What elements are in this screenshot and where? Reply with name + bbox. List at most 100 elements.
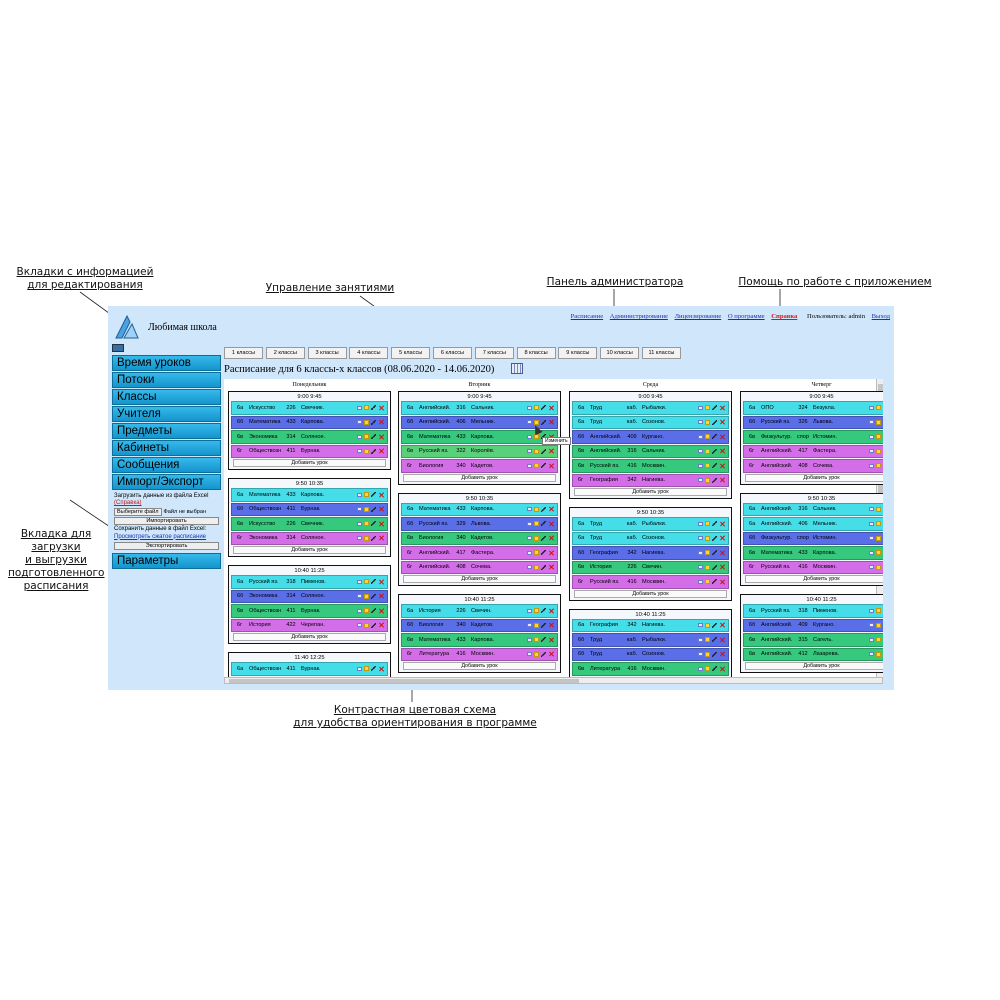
edit-icon[interactable] (541, 448, 546, 454)
delete-icon[interactable] (719, 448, 725, 454)
import-button[interactable]: Импортировать (114, 517, 219, 526)
add-lesson-button[interactable]: Добавить урок (233, 633, 386, 641)
nav-admin-link[interactable]: Администрирование (609, 313, 668, 320)
note-icon[interactable] (534, 463, 539, 469)
move-icon[interactable] (357, 623, 362, 628)
note-icon[interactable] (876, 419, 881, 425)
note-icon[interactable] (876, 521, 881, 527)
tab-class-7[interactable]: 7 классы (474, 347, 514, 359)
delete-icon[interactable] (378, 622, 384, 628)
edit-icon[interactable] (541, 405, 546, 411)
sidebar-item-messages[interactable]: Сообщения (112, 457, 221, 473)
delete-icon[interactable] (548, 506, 554, 512)
note-icon[interactable] (876, 535, 881, 541)
edit-icon[interactable] (712, 651, 717, 657)
edit-icon[interactable] (371, 535, 376, 541)
nav-licensing-link[interactable]: Лицензирование (674, 313, 722, 320)
note-icon[interactable] (534, 506, 539, 512)
tab-class-8[interactable]: 8 классы (516, 347, 556, 359)
sidebar-item-subjects[interactable]: Предметы (112, 423, 221, 439)
edit-icon[interactable] (371, 608, 376, 614)
horizontal-scrollbar[interactable] (224, 677, 883, 684)
note-icon[interactable] (534, 434, 539, 440)
tab-class-5[interactable]: 5 классы (391, 347, 431, 359)
tab-class-1[interactable]: 1 классы (224, 347, 263, 359)
import-help-link[interactable]: (Справка) (114, 500, 142, 507)
move-icon[interactable] (527, 521, 532, 526)
delete-icon[interactable] (548, 405, 554, 411)
move-icon[interactable] (357, 434, 362, 439)
edit-icon[interactable] (541, 608, 546, 614)
note-icon[interactable] (705, 579, 710, 585)
sidebar-item-lesson-times[interactable]: Время уроков (112, 355, 221, 371)
add-lesson-button[interactable]: Добавить урок (574, 676, 727, 677)
edit-icon[interactable] (712, 419, 717, 425)
note-icon[interactable] (364, 608, 369, 614)
note-icon[interactable] (534, 448, 539, 454)
move-icon[interactable] (527, 405, 532, 410)
delete-icon[interactable] (548, 564, 554, 570)
move-icon[interactable] (698, 637, 703, 642)
note-icon[interactable] (705, 550, 710, 556)
delete-icon[interactable] (719, 637, 725, 643)
note-icon[interactable] (534, 521, 539, 527)
nav-help-link[interactable]: Справка (771, 313, 798, 320)
move-icon[interactable] (357, 420, 362, 425)
delete-icon[interactable] (719, 651, 725, 657)
delete-icon[interactable] (378, 492, 384, 498)
move-icon[interactable] (869, 420, 874, 425)
note-icon[interactable] (876, 506, 881, 512)
note-icon[interactable] (876, 651, 881, 657)
move-icon[interactable] (869, 434, 874, 439)
move-icon[interactable] (698, 565, 703, 570)
move-icon[interactable] (357, 579, 362, 584)
add-lesson-button[interactable]: Добавить урок (233, 546, 386, 554)
move-icon[interactable] (698, 579, 703, 584)
add-lesson-button[interactable]: Добавить урок (574, 589, 727, 598)
edit-icon[interactable] (541, 463, 546, 469)
note-icon[interactable] (705, 535, 710, 541)
edit-icon[interactable] (712, 405, 717, 411)
delete-icon[interactable] (548, 419, 554, 425)
edit-icon[interactable] (712, 666, 717, 672)
edit-icon[interactable] (371, 448, 376, 454)
note-icon[interactable] (364, 419, 369, 425)
note-icon[interactable] (705, 405, 710, 411)
sidebar-item-parameters[interactable]: Параметры (112, 552, 221, 569)
note-icon[interactable] (705, 521, 710, 527)
edit-icon[interactable] (712, 550, 717, 556)
delete-icon[interactable] (378, 521, 384, 527)
note-icon[interactable] (876, 550, 881, 556)
note-icon[interactable] (705, 666, 710, 672)
edit-icon[interactable] (371, 666, 376, 672)
edit-icon[interactable] (712, 477, 717, 483)
note-icon[interactable] (876, 463, 881, 469)
note-icon[interactable] (534, 405, 539, 411)
edit-icon[interactable] (541, 434, 546, 440)
note-icon[interactable] (364, 434, 369, 440)
move-icon[interactable] (527, 449, 532, 454)
move-icon[interactable] (527, 652, 532, 657)
move-icon[interactable] (527, 463, 532, 468)
move-icon[interactable] (869, 521, 874, 526)
move-icon[interactable] (698, 463, 703, 468)
